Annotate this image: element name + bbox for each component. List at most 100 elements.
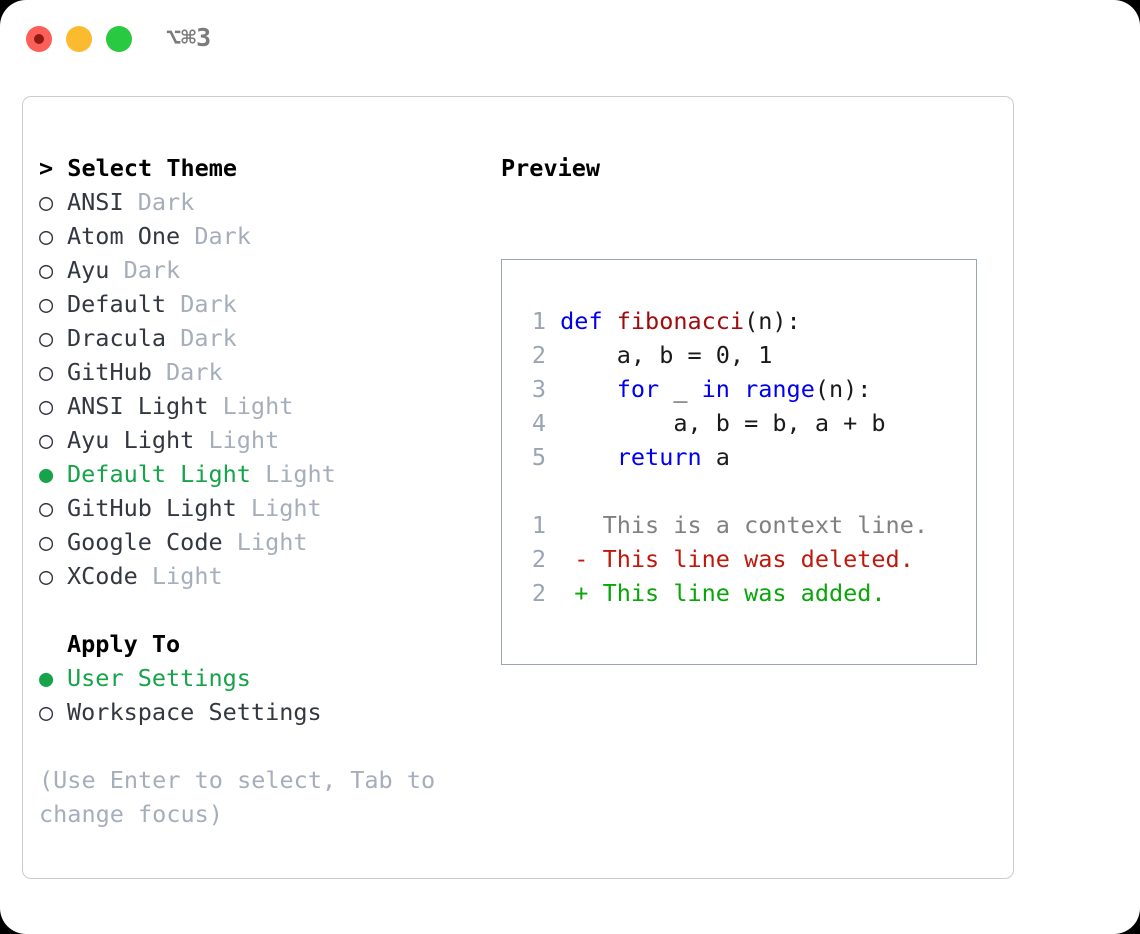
theme-list-item[interactable]: ○ Default Dark: [39, 287, 479, 321]
theme-item-label: Ayu: [67, 256, 110, 284]
line-number: 2: [531, 579, 546, 607]
radio-unselected-icon[interactable]: ○: [39, 324, 68, 352]
line-number: 2: [531, 341, 546, 369]
radio-unselected-icon[interactable]: ○: [39, 562, 68, 590]
diff-line-text: - This line was deleted.: [546, 545, 914, 573]
theme-item-variant: Light: [194, 426, 280, 454]
radio-selected-icon[interactable]: ●: [39, 460, 68, 488]
theme-list-item[interactable]: ○ Atom One Dark: [39, 219, 479, 253]
theme-item-variant: Dark: [151, 358, 223, 386]
code-token: for: [616, 375, 660, 403]
list-spacer: [39, 593, 479, 627]
apply-to-item[interactable]: ● User Settings: [39, 661, 479, 695]
keyboard-hint: (Use Enter to select, Tab to change focu…: [39, 766, 450, 828]
code-token: a, b = 0, 1: [560, 341, 773, 369]
code-line: 2 a, b = 0, 1: [516, 338, 928, 372]
theme-item-label: Default: [67, 290, 167, 318]
code-line-text: for _ in range(n):: [546, 375, 872, 403]
theme-item-variant: Dark: [123, 188, 195, 216]
code-line: 1 def fibonacci(n):: [516, 304, 928, 338]
radio-unselected-icon[interactable]: ○: [39, 222, 68, 250]
line-number: 4: [531, 409, 546, 437]
theme-item-label: ANSI: [67, 188, 124, 216]
radio-unselected-icon[interactable]: ○: [39, 188, 68, 216]
theme-item-variant: Dark: [166, 324, 237, 352]
theme-item-label: Dracula: [67, 324, 167, 352]
radio-unselected-icon[interactable]: ○: [39, 494, 68, 522]
code-token: return: [616, 443, 702, 471]
theme-list-item[interactable]: ○ Ayu Dark: [39, 253, 479, 287]
maximize-window-button[interactable]: [106, 26, 132, 52]
theme-selector-header: > Select Theme: [39, 154, 238, 182]
line-number: 1: [531, 307, 546, 335]
theme-list-item[interactable]: ○ Ayu Light Light: [39, 423, 479, 457]
theme-list-item[interactable]: ○ Dracula Dark: [39, 321, 479, 355]
code-token: def: [560, 307, 617, 335]
code-blank-line: [516, 474, 928, 508]
radio-unselected-icon[interactable]: ○: [39, 358, 68, 386]
code-line: 4 a, b = b, a + b: [516, 406, 928, 440]
theme-item-variant: Dark: [109, 256, 181, 284]
diff-line: 2 + This line was added.: [516, 576, 928, 610]
theme-item-label: GitHub Light: [67, 494, 237, 522]
theme-item-label: ANSI Light: [67, 392, 209, 420]
apply-to-item[interactable]: ○ Workspace Settings: [39, 695, 479, 729]
apply-to-header: ○ Apply To: [39, 627, 479, 661]
theme-list-item[interactable]: ○ GitHub Light Light: [39, 491, 479, 525]
code-line: 5 return a: [516, 440, 928, 474]
theme-list-item[interactable]: ○ Google Code Light: [39, 525, 479, 559]
preview-column: Preview 1 def fibonacci(n):2 a, b = 0, 1…: [501, 151, 1001, 665]
code-token: [560, 375, 617, 403]
code-line: 3 for _ in range(n):: [516, 372, 928, 406]
theme-item-label: Google Code: [67, 528, 223, 556]
theme-list-item[interactable]: ○ ANSI Dark: [39, 185, 479, 219]
theme-item-variant: Light: [222, 528, 308, 556]
theme-item-label: GitHub: [67, 358, 152, 386]
line-number: 2: [531, 545, 546, 573]
theme-item-variant: Dark: [180, 222, 251, 250]
code-line-text: def fibonacci(n):: [546, 307, 801, 335]
code-token: in: [701, 375, 730, 403]
code-token: [730, 375, 744, 403]
theme-list: ○ ANSI Dark○ Atom One Dark○ Ayu Dark○ De…: [39, 185, 479, 593]
title-bar: ⌥⌘3: [0, 0, 1140, 78]
apply-to-list: ● User Settings○ Workspace Settings: [39, 661, 479, 729]
theme-item-label: Atom One: [67, 222, 181, 250]
theme-item-variant: Dark: [166, 290, 237, 318]
diff-line-text: + This line was added.: [546, 579, 886, 607]
radio-unselected-icon[interactable]: ○: [39, 392, 68, 420]
theme-list-item[interactable]: ○ GitHub Dark: [39, 355, 479, 389]
close-window-button[interactable]: [26, 26, 52, 52]
apply-to-item-label: Workspace Settings: [67, 698, 322, 726]
line-number: 3: [531, 375, 546, 403]
theme-item-label: Default Light: [67, 460, 251, 488]
radio-unselected-icon[interactable]: ○: [39, 528, 68, 556]
minimize-window-button[interactable]: [66, 26, 92, 52]
theme-list-item[interactable]: ○ ANSI Light Light: [39, 389, 479, 423]
radio-unselected-icon[interactable]: ○: [39, 426, 68, 454]
theme-list-item[interactable]: ○ XCode Light: [39, 559, 479, 593]
code-token: range: [744, 375, 815, 403]
main-panel: > Select Theme ○ ANSI Dark○ Atom One Dar…: [22, 96, 1014, 879]
radio-unselected-icon[interactable]: ○: [39, 290, 68, 318]
code-token: a, b = b, a + b: [560, 409, 886, 437]
apply-to-header-label: Apply To: [67, 630, 181, 658]
code-line-text: return a: [546, 443, 730, 471]
apply-to-header-indent: ○: [39, 627, 67, 661]
radio-unselected-icon[interactable]: ○: [39, 698, 68, 726]
line-number: 1: [531, 511, 546, 539]
apply-to-item-label: User Settings: [67, 664, 251, 692]
theme-list-item[interactable]: ● Default Light Light: [39, 457, 479, 491]
radio-selected-icon[interactable]: ●: [39, 664, 68, 692]
radio-unselected-icon[interactable]: ○: [39, 256, 68, 284]
theme-item-variant: Light: [236, 494, 322, 522]
theme-item-variant: Light: [250, 460, 336, 488]
theme-selector-column: > Select Theme ○ ANSI Dark○ Atom One Dar…: [39, 151, 479, 729]
code-token: fibonacci: [616, 307, 745, 335]
theme-item-variant: Light: [208, 392, 294, 420]
theme-item-variant: Light: [137, 562, 223, 590]
window-title: ⌥⌘3: [166, 23, 212, 52]
